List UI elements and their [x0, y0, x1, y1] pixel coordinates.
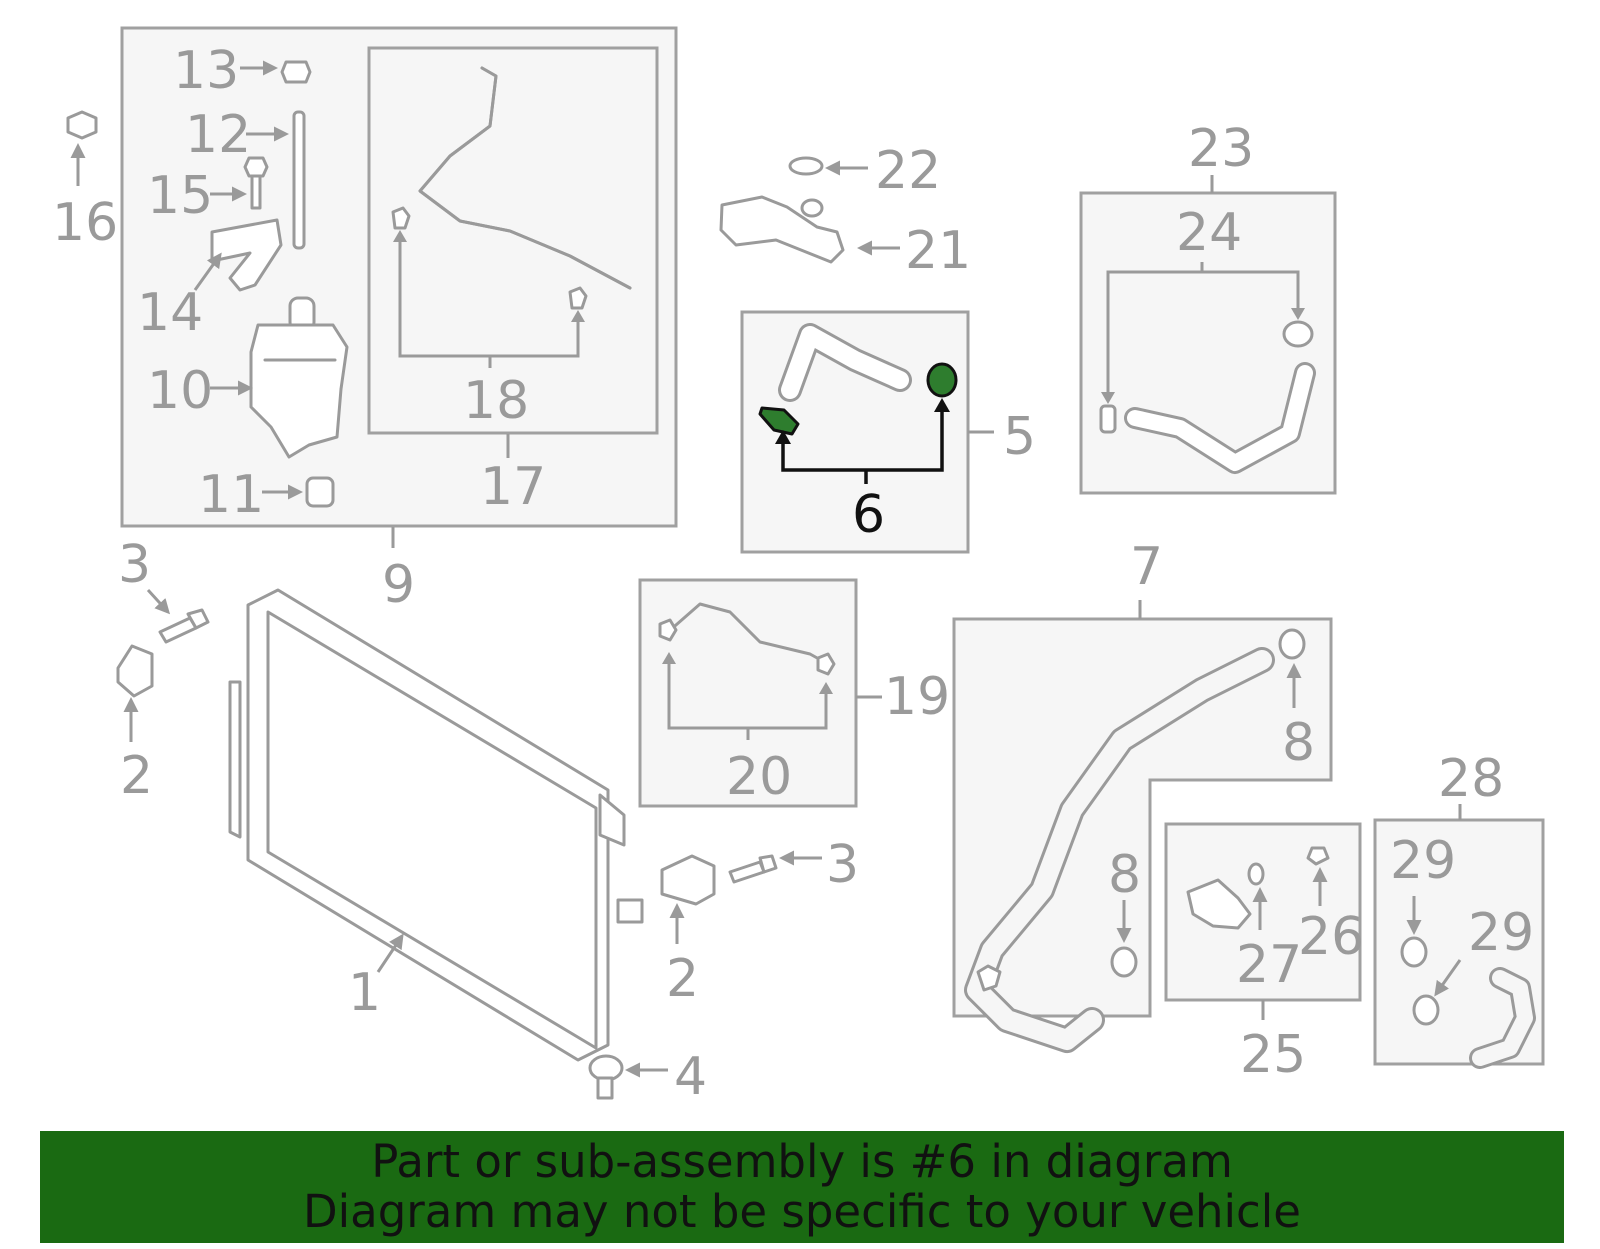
callout-14: 14 — [137, 283, 203, 343]
hose-23-part — [1099, 262, 1316, 474]
callout-23: 23 — [1188, 119, 1254, 179]
callout-2b: 2 — [666, 949, 699, 1009]
radiator-part — [228, 588, 644, 1062]
bolt-3-left-part — [146, 588, 210, 644]
hose-assembly-7-box — [952, 617, 1333, 1018]
callout-20: 20 — [726, 747, 792, 807]
hose-28-part — [1400, 896, 1536, 1069]
banner-line-2: Diagram may not be specific to your vehi… — [303, 1185, 1301, 1238]
clamp-8-lower-part — [1110, 900, 1138, 978]
clamp-8-upper-part — [1278, 628, 1306, 708]
callout-9: 9 — [382, 555, 415, 615]
callout-12: 12 — [185, 105, 251, 165]
reservoir-cap-part — [240, 60, 312, 84]
hose-19-part — [658, 602, 836, 740]
bracket-14-part — [193, 218, 283, 292]
callout-2a: 2 — [120, 746, 153, 806]
reservoir-rod-part — [246, 110, 306, 250]
callout-13: 13 — [173, 41, 239, 101]
hose-5-part — [778, 323, 912, 402]
reservoir-hose-subbox — [367, 46, 659, 435]
bracket-2-left-part — [116, 644, 154, 742]
gasket-22-part — [788, 156, 868, 176]
callout-8a: 8 — [1282, 713, 1315, 773]
callout-3a: 3 — [118, 535, 151, 595]
water-outlet-21-part — [719, 195, 900, 264]
callout-18: 18 — [463, 371, 529, 431]
callout-10: 10 — [147, 361, 213, 421]
bracket-2-right-part — [660, 854, 716, 944]
callout-21: 21 — [905, 221, 971, 281]
info-banner: Part or sub-assembly is #6 in diagram Di… — [40, 1131, 1564, 1243]
callout-22: 22 — [875, 141, 941, 201]
callout-29b: 29 — [1468, 903, 1534, 963]
callout-27: 27 — [1236, 935, 1302, 995]
callout-16: 16 — [52, 193, 118, 253]
callout-11: 11 — [198, 465, 264, 525]
callout-29a: 29 — [1390, 831, 1456, 891]
reservoir-tank-part — [210, 296, 349, 459]
bolt-15-part — [210, 156, 269, 210]
sensor-25-part — [1186, 846, 1330, 930]
reservoir-hose-part — [391, 66, 632, 368]
hose-7-part — [964, 647, 1275, 1053]
callout-5: 5 — [1003, 407, 1036, 467]
callout-15: 15 — [147, 166, 213, 226]
mount-4-part — [588, 1054, 668, 1100]
callout-7: 7 — [1130, 537, 1163, 597]
callout-8b: 8 — [1108, 845, 1141, 905]
banner-line-1: Part or sub-assembly is #6 in diagram — [371, 1135, 1233, 1188]
bolt-3-right-part — [728, 850, 822, 884]
hose-clamp-6-part — [758, 362, 958, 484]
callout-24: 24 — [1176, 203, 1242, 263]
grommet-11-part — [262, 476, 335, 508]
callout-28: 28 — [1438, 749, 1504, 809]
callout-19: 19 — [884, 667, 950, 727]
callout-4: 4 — [674, 1047, 707, 1107]
callout-17: 17 — [480, 457, 546, 517]
callout-1: 1 — [348, 963, 381, 1023]
callout-25: 25 — [1240, 1025, 1306, 1085]
callout-6: 6 — [852, 485, 885, 545]
callout-26: 26 — [1298, 907, 1364, 967]
nut-16-part — [66, 110, 98, 186]
callout-3b: 3 — [826, 835, 859, 895]
